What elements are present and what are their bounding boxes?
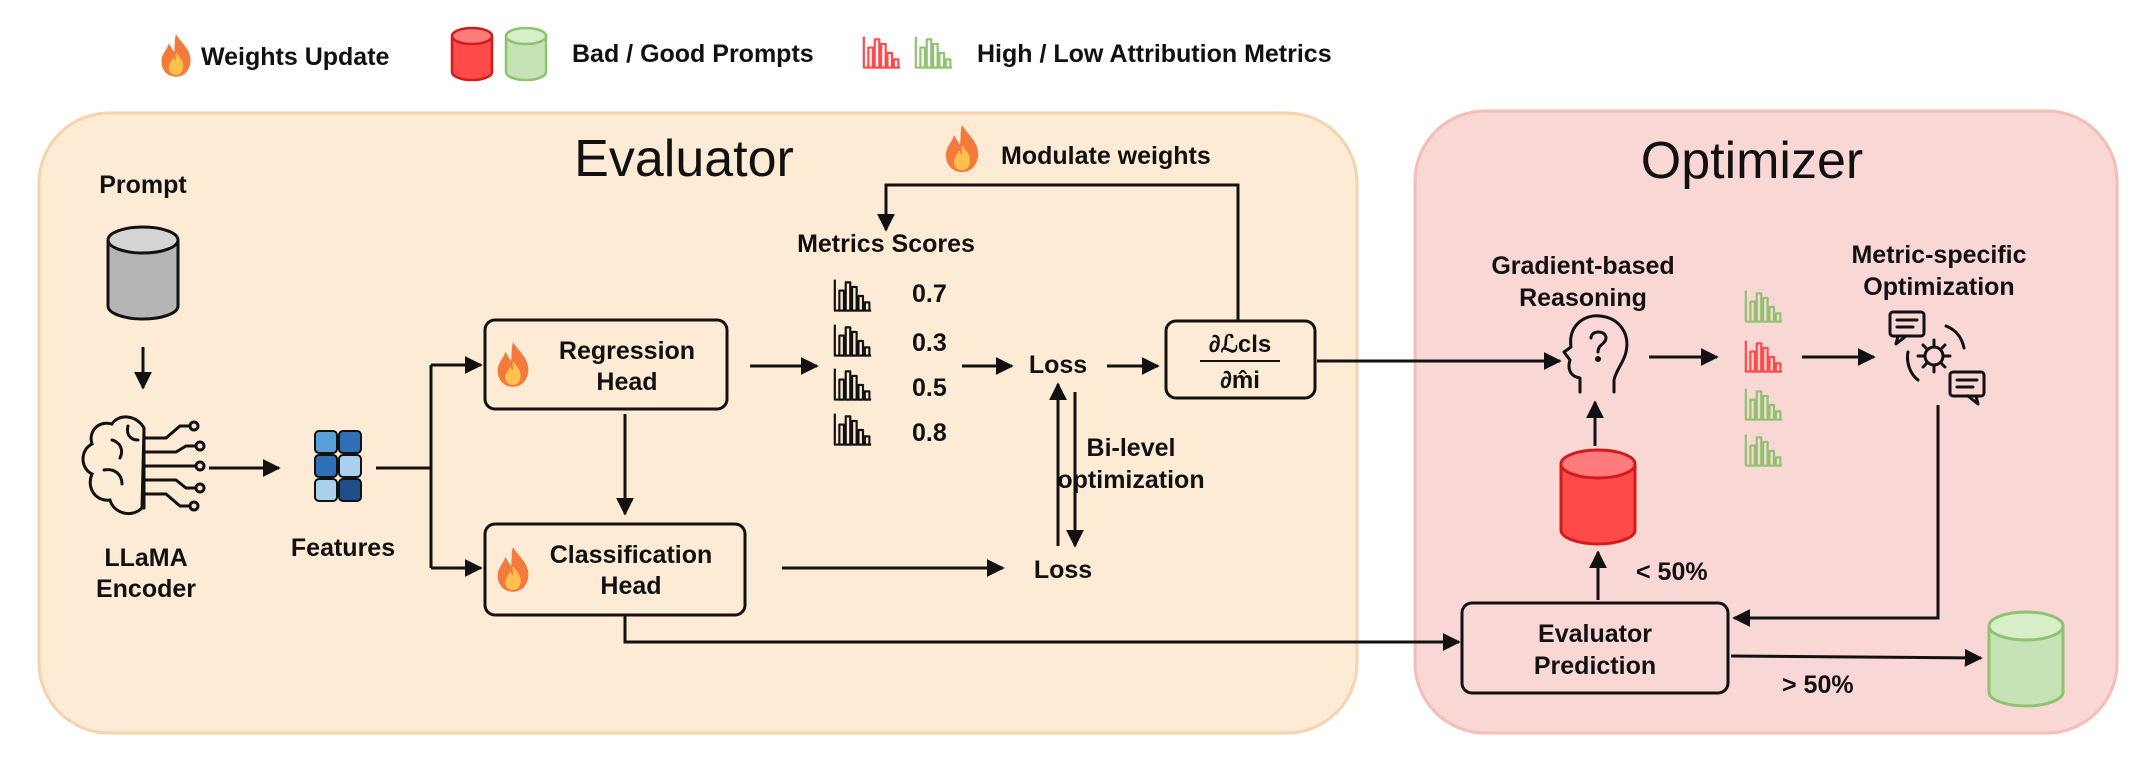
gradient-box (1164, 319, 1317, 400)
features-grid-icon (314, 430, 362, 502)
head-question-icon (1562, 314, 1629, 394)
regression-head-box (483, 318, 729, 411)
classification-head-line2: Head (600, 572, 661, 600)
bad-prompt-cylinder-icon (450, 26, 494, 82)
brain-icon (81, 415, 206, 516)
metric-optimization-line1: Metric-specific (1851, 241, 2026, 269)
gt50-label: > 50% (1782, 671, 1854, 699)
loss-bottom-label: Loss (1034, 556, 1092, 584)
gear-chat-icon (1888, 310, 1986, 406)
optimizer-title: Optimizer (1641, 132, 1863, 190)
metric-score: 0.8 (912, 419, 947, 447)
metric-score: 0.5 (912, 374, 947, 402)
legend: Weights Update Bad / Good Prompts High /… (161, 26, 1332, 82)
good-prompt-cylinder-icon (504, 26, 548, 82)
arrow-modulate-weights (877, 183, 1240, 320)
loss-top-label: Loss (1029, 351, 1087, 379)
optimizer-panel (1413, 109, 2119, 735)
features-label: Features (291, 534, 395, 562)
metric-score: 0.7 (912, 280, 947, 308)
gradient-reasoning-line1: Gradient-based (1491, 252, 1674, 280)
prompt-label: Prompt (99, 171, 187, 199)
modulate-weights-label: Modulate weights (1001, 142, 1211, 170)
gradient-reasoning-line2: Reasoning (1519, 284, 1647, 312)
evaluator-prediction-box (1460, 601, 1730, 695)
regression-head-line2: Head (596, 368, 657, 396)
legend-attribution: High / Low Attribution Metrics (977, 40, 1332, 68)
arrow-features-to-heads (376, 356, 483, 577)
metrics-scores-title: Metrics Scores (797, 230, 975, 258)
arrow-classification-to-prediction (623, 615, 1461, 651)
arrow-optimization-to-prediction (1732, 405, 1940, 627)
legend-weights-update: Weights Update (201, 43, 390, 71)
metric-score: 0.3 (912, 329, 947, 357)
classification-head-line1: Classification (550, 541, 713, 569)
good-prompt-cylinder-icon (1987, 610, 2065, 708)
encoder-label-line2: Encoder (96, 575, 196, 603)
arrow-prediction-to-good (1730, 648, 1983, 667)
bad-prompt-cylinder-icon (1559, 448, 1637, 546)
metric-optimization-line2: Optimization (1863, 273, 2014, 301)
evaluator-prediction-line2: Prediction (1534, 652, 1656, 680)
legend-prompts: Bad / Good Prompts (572, 40, 814, 68)
bilevel-line1: Bi-level (1087, 434, 1176, 462)
evaluator-title: Evaluator (574, 130, 794, 188)
bilevel-line2: optimization (1057, 466, 1204, 494)
evaluator-panel (37, 111, 1359, 735)
gradient-numerator: ∂ℒcls (1209, 331, 1272, 358)
lt50-label: < 50% (1636, 558, 1708, 586)
evaluator-prediction-line1: Evaluator (1538, 620, 1652, 648)
gradient-denominator: ∂m̂i (1220, 367, 1260, 394)
flame-icon (161, 34, 191, 77)
regression-head-line1: Regression (559, 337, 695, 365)
high-attribution-bars-icon (862, 35, 902, 69)
classification-head-box (483, 522, 747, 617)
low-attribution-bars-icon (914, 35, 954, 69)
encoder-label-line1: LLaMA (104, 544, 187, 572)
prompt-database-icon (106, 225, 180, 321)
